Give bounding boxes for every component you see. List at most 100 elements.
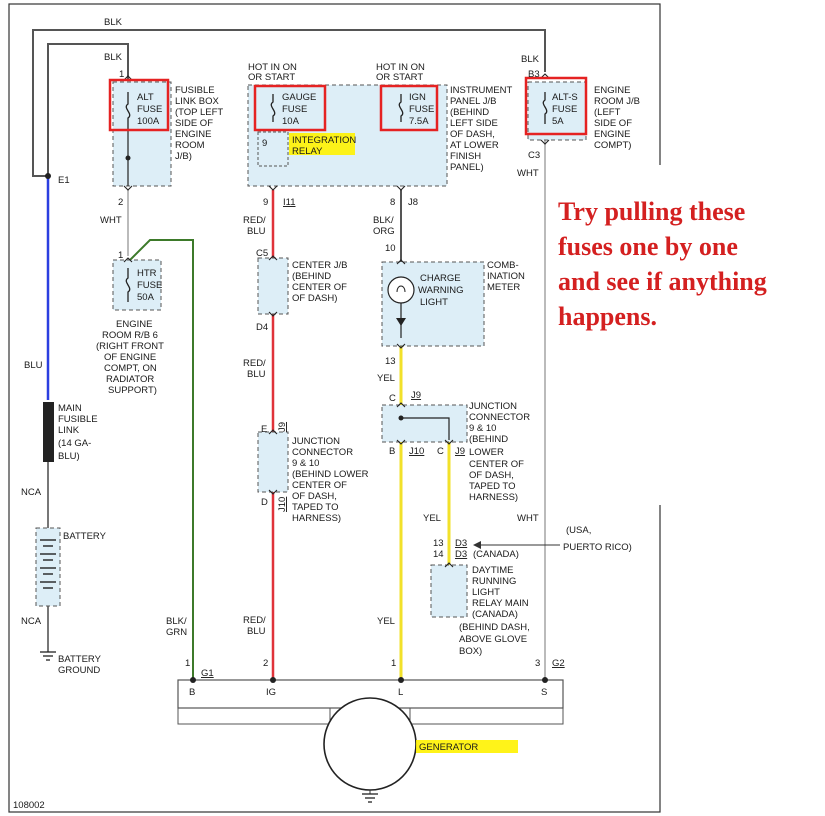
comb-meter-line-2: INATION	[487, 271, 525, 282]
gauge-fuse-line-1: GAUGE	[282, 92, 316, 103]
label-blk-top: BLK	[104, 17, 123, 28]
gen-terminal-ig: IG	[266, 687, 276, 698]
label-pin-b: B	[389, 446, 395, 457]
label-yel-1: YEL	[377, 373, 395, 384]
center-jb-line-4: OF DASH)	[292, 293, 337, 304]
label-wht-right: WHT	[517, 168, 539, 179]
label-pin-c3: C3	[528, 150, 540, 161]
jc-right-line-1: JUNCTION	[469, 401, 517, 412]
fuse-symbols	[125, 92, 548, 302]
ip-jb-line-8: PANEL)	[450, 162, 484, 173]
gauge-fuse-line-2: FUSE	[282, 104, 307, 115]
label-pin-9: 9	[262, 138, 267, 149]
label-battery: BATTERY	[63, 531, 107, 542]
htr-fuse-line-3: 50A	[137, 292, 155, 303]
jc-right-line-6: CENTER OF	[469, 459, 524, 470]
generator-body-outline	[177, 708, 331, 725]
red-blu-1-b: BLU	[247, 226, 266, 237]
label-generator: GENERATOR	[419, 742, 478, 753]
label-pin-j10-rot: J10	[277, 497, 288, 512]
ip-jb-line-7: FINISH	[450, 151, 481, 162]
ip-jb-line-4: LEFT SIDE	[450, 118, 498, 129]
fusible-box-line-1: FUSIBLE	[175, 85, 215, 96]
ign-fuse-line-1: IGN	[409, 92, 426, 103]
note-line-4: happens.	[558, 302, 657, 331]
label-blk-right: BLK	[521, 54, 540, 65]
drl-line-5: (CANADA)	[472, 609, 518, 620]
drl-line-7: ABOVE GLOVE	[459, 634, 527, 645]
fusible-box-line-6: ROOM	[175, 140, 205, 151]
rb6-line-1: ENGINE	[116, 319, 152, 330]
alt-fuse-line-3: 100A	[137, 116, 160, 127]
integration-relay-line-2: RELAY	[292, 146, 323, 157]
battery-cells	[40, 539, 56, 589]
label-wht-right2: WHT	[517, 513, 539, 524]
engine-room-jb-box	[527, 81, 587, 141]
label-pin-d4: D4	[256, 322, 268, 333]
label-pin-1: 1	[119, 69, 124, 80]
center-jb-box	[257, 257, 289, 315]
note-line-3: and see if anything	[558, 267, 767, 296]
alt-s-fuse-line-1: ALT-S	[552, 92, 578, 103]
label-pin-13: 13	[385, 356, 396, 367]
label-pin-d3a: D3	[455, 538, 467, 549]
ip-jb-line-6: AT LOWER	[450, 140, 499, 151]
label-nca-2: NCA	[21, 616, 42, 627]
label-pin-j8: J8	[408, 197, 418, 208]
jc-left-line-6: OF DASH,	[292, 491, 337, 502]
fuse-highlight-boxes	[108, 76, 588, 136]
main-fusible-link	[43, 402, 54, 462]
charge-warning-line-3: LIGHT	[420, 297, 448, 308]
highlighter-integration-relay	[289, 133, 355, 155]
blk-org-b: ORG	[373, 226, 395, 237]
meter-diode-icon	[396, 318, 406, 326]
label-pin-8: 8	[390, 197, 395, 208]
drl-line-1: DAYTIME	[472, 565, 514, 576]
label-hot-ign-1: HOT IN ON	[376, 62, 425, 73]
bulb-filament	[396, 285, 406, 293]
gen-terminal-s: S	[541, 687, 547, 698]
alt-s-fuse-line-3: 5A	[552, 116, 564, 127]
label-pin-j9b: J9	[455, 446, 465, 457]
mfl-line-4: (14 GA-	[58, 438, 91, 449]
highlight-ign-fuse	[379, 84, 439, 132]
label-usa-1: (USA,	[566, 525, 591, 536]
battery-box	[35, 527, 61, 607]
jc-right-line-4: (BEHIND	[469, 434, 508, 445]
center-jb-line-3: CENTER OF	[292, 282, 347, 293]
integration-relay-box	[257, 131, 289, 167]
fusible-box-line-2: LINK BOX	[175, 96, 219, 107]
battery-ground-icon	[40, 651, 56, 661]
jc-left-line-7: TAPED TO	[292, 502, 338, 513]
combination-meter-box	[381, 261, 485, 347]
rb6-line-5: COMPT, ON	[104, 363, 157, 374]
er-jb-line-3: (LEFT	[594, 107, 621, 118]
htr-pin-1: 1	[118, 250, 123, 261]
junction-connector-left-box	[257, 431, 289, 493]
jc-left-line-3: 9 & 10	[292, 458, 319, 469]
red-blu-2-a: RED/	[243, 358, 266, 369]
label-pin-j10: J10	[409, 446, 424, 457]
gen-terminal-l: L	[398, 687, 403, 698]
note-line-1: Try pulling these	[558, 197, 745, 226]
gen-pin-2: 2	[263, 658, 268, 669]
jc-right-line-5: LOWER	[469, 447, 504, 458]
jc-left-line-5: CENTER OF	[292, 480, 347, 491]
label-canada-tag: (CANADA)	[473, 549, 519, 560]
jc-left-line-4: (BEHIND LOWER	[292, 469, 369, 480]
gen-terminal-b: B	[189, 687, 195, 698]
jc-right-line-3: 9 & 10	[469, 423, 496, 434]
rb6-line-6: RADIATOR	[106, 374, 154, 385]
jc-right-line-7: OF DASH,	[469, 470, 514, 481]
wire-blk-grn	[127, 239, 194, 680]
gen-pin-1: 1	[185, 658, 190, 669]
label-wht-left: WHT	[100, 215, 122, 226]
label-yel-2: YEL	[423, 513, 441, 524]
blk-grn-a: BLK/	[166, 616, 187, 627]
connector-arrows	[123, 73, 550, 568]
mfl-line-5: BLU)	[58, 451, 80, 462]
htr-fuse-line-1: HTR	[137, 268, 157, 279]
label-hot-gauge-1: HOT IN ON	[248, 62, 297, 73]
label-pin-d: D	[261, 497, 268, 508]
mfl-line-1: MAIN	[58, 403, 82, 414]
